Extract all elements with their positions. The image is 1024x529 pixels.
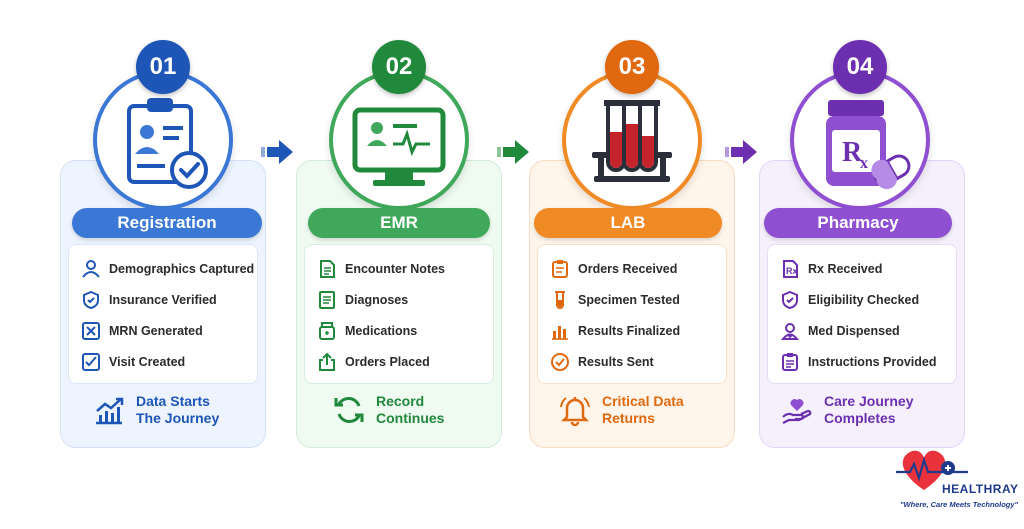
footer-line-2: The Journey	[136, 410, 220, 426]
footer-line-1: Record	[376, 393, 425, 409]
list-item-label: Diagnoses	[345, 293, 409, 307]
list-item-label: Orders Received	[578, 262, 678, 276]
svg-text:Rx: Rx	[786, 266, 798, 276]
list-item-label: Specimen Tested	[578, 293, 680, 307]
pharmacist-icon	[780, 321, 800, 341]
checkbox-icon	[81, 352, 101, 372]
shield-check-icon	[780, 290, 800, 310]
svg-text:R: R	[842, 137, 863, 168]
list-item-label: Encounter Notes	[345, 262, 446, 276]
rx-bottle-icon: R x	[826, 100, 911, 190]
document-list-icon	[317, 290, 337, 310]
trend-chart-icon	[92, 393, 126, 427]
arrow-right-icon	[497, 140, 529, 164]
list-item: Med Dispensed	[780, 321, 900, 341]
step-title: EMR	[308, 208, 490, 238]
step-number-badge: 01	[136, 40, 190, 94]
step-items-list: Demographics Captured Insurance Verified…	[68, 244, 258, 384]
list-item: Results Finalized	[550, 321, 680, 341]
check-circle-icon	[550, 352, 570, 372]
list-item: Medications	[317, 321, 417, 341]
refresh-icon	[332, 393, 366, 427]
list-item-label: Instructions Provided	[808, 355, 937, 369]
arrow-right-icon	[261, 140, 293, 164]
list-item: Encounter Notes	[317, 259, 445, 279]
footer-line-2: Returns	[602, 410, 655, 426]
clipboard-list-icon	[780, 352, 800, 372]
list-item-label: Med Dispensed	[808, 324, 900, 338]
list-item-label: Insurance Verified	[109, 293, 217, 307]
list-item: Instructions Provided	[780, 352, 937, 372]
list-item: Visit Created	[81, 352, 185, 372]
pill-bottle-icon	[317, 321, 337, 341]
list-item-label: MRN Generated	[109, 324, 203, 338]
step-title: Registration	[72, 208, 262, 238]
list-item: Rx Rx Received	[780, 259, 882, 279]
list-item: Demographics Captured	[81, 259, 254, 279]
test-tubes-icon	[592, 100, 672, 182]
list-item-label: Eligibility Checked	[808, 293, 920, 307]
monitor-ecg-icon	[352, 107, 446, 186]
list-item-label: Rx Received	[808, 262, 883, 276]
list-item-label: Results Sent	[578, 355, 654, 369]
x-box-icon	[81, 321, 101, 341]
document-icon	[317, 259, 337, 279]
footer-line-1: Data Starts	[136, 393, 210, 409]
list-item: Orders Received	[550, 259, 677, 279]
list-item-label: Medications	[345, 324, 418, 338]
rx-document-icon: Rx	[780, 259, 800, 279]
step-items-list: Rx Rx Received Eligibility Checked Med D…	[767, 244, 957, 384]
step-number-badge: 04	[833, 40, 887, 94]
list-item: Insurance Verified	[81, 290, 217, 310]
list-item: Diagnoses	[317, 290, 408, 310]
logo-brand: HEALTHRAY	[942, 482, 1019, 496]
list-item: Eligibility Checked	[780, 290, 919, 310]
footer-line-2: Continues	[376, 410, 445, 426]
share-upload-icon	[317, 352, 337, 372]
arrow-right-icon	[725, 140, 757, 164]
step-number-badge: 03	[605, 40, 659, 94]
list-item-label: Visit Created	[109, 355, 186, 369]
footer-line-2: Completes	[824, 410, 896, 426]
step-items-list: Encounter Notes Diagnoses Medications Or…	[304, 244, 494, 384]
list-item-label: Orders Placed	[345, 355, 430, 369]
list-item-label: Demographics Captured	[109, 262, 255, 276]
list-item: MRN Generated	[81, 321, 203, 341]
list-item: Specimen Tested	[550, 290, 680, 310]
list-item-label: Results Finalized	[578, 324, 681, 338]
user-icon	[81, 259, 101, 279]
heart-hand-icon	[780, 393, 814, 427]
step-title: LAB	[534, 208, 722, 238]
healthray-logo: HEALTHRAY "Where, Care Meets Technology"	[896, 446, 1020, 526]
step-title: Pharmacy	[764, 208, 952, 238]
clipboard-icon	[550, 259, 570, 279]
test-tube-icon	[550, 290, 570, 310]
logo-tagline: "Where, Care Meets Technology"	[900, 500, 1019, 509]
footer-line-1: Care Journey	[824, 393, 914, 409]
clipboard-check-icon	[127, 98, 208, 189]
bar-chart-icon	[550, 321, 570, 341]
step-number-badge: 02	[372, 40, 426, 94]
footer-line-1: Critical Data	[602, 393, 684, 409]
step-items-list: Orders Received Specimen Tested Results …	[537, 244, 727, 384]
svg-text:x: x	[860, 155, 868, 172]
bell-icon	[558, 393, 592, 427]
shield-check-icon	[81, 290, 101, 310]
heart-ecg-logo-icon	[896, 450, 968, 490]
list-item: Results Sent	[550, 352, 654, 372]
list-item: Orders Placed	[317, 352, 430, 372]
